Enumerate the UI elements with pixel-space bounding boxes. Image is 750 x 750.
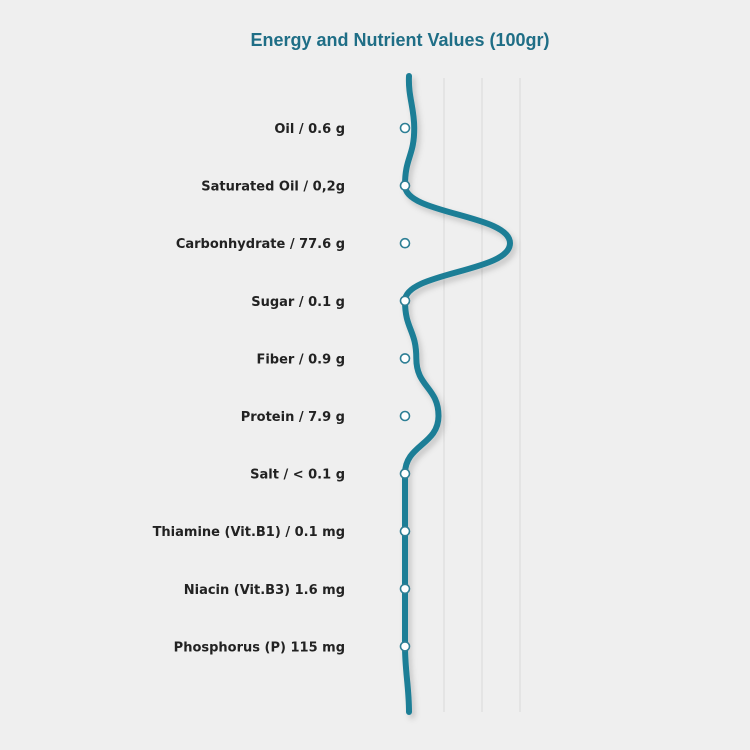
data-point	[399, 641, 411, 652]
category-labels: Oil / 0.6 g Saturated Oil / 0,2gCarbonhyd…	[153, 122, 345, 655]
grid-lines	[443, 78, 521, 712]
category-label: Fiber / 0.9 g	[256, 352, 345, 367]
category-label: Sugar / 0.1 g	[251, 295, 345, 310]
series-line	[401, 73, 514, 715]
data-point	[399, 237, 411, 249]
data-point	[399, 353, 411, 364]
category-label: Protein / 7.9 g	[241, 410, 345, 425]
data-point	[399, 122, 411, 134]
category-label: Niacin (Vit.B3) 1.6 mg	[184, 583, 345, 598]
data-point	[399, 410, 411, 422]
data-point	[399, 525, 411, 537]
data-point	[399, 295, 411, 307]
series-line-layer	[401, 73, 514, 715]
data-points	[399, 122, 411, 652]
category-label: Thiamine (Vit.B1) / 0.1 mg	[153, 525, 345, 540]
data-point	[399, 583, 411, 595]
category-label: Salt / < 0.1 g	[250, 468, 345, 483]
category-label: Saturated Oil / 0,2g	[201, 180, 345, 195]
chart-title: Energy and Nutrient Values (100gr)	[250, 30, 550, 50]
category-label: Oil / 0.6 g	[274, 122, 345, 137]
data-point	[399, 468, 411, 479]
category-label: Carbonhydrate / 77.6 g	[176, 237, 345, 252]
category-label: Phosphorus (P) 115 mg	[174, 640, 345, 655]
data-point	[399, 180, 411, 191]
